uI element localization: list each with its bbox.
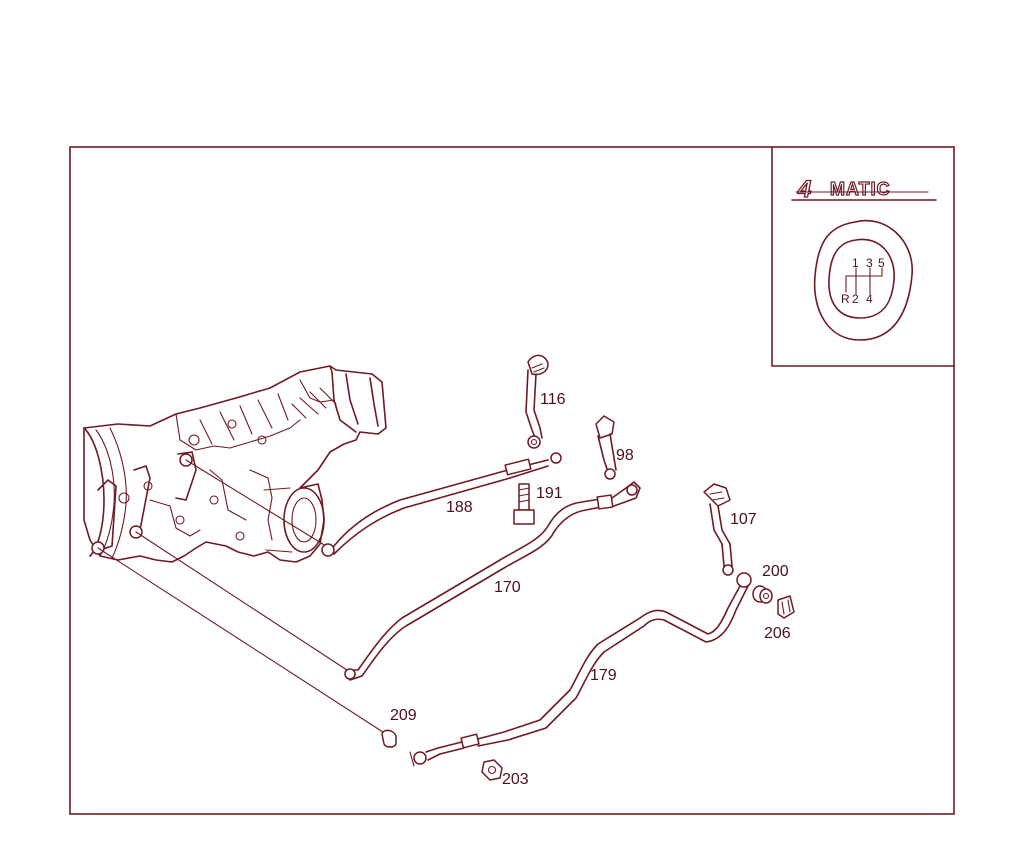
gear-r: R [841,292,850,306]
rod-170 [344,481,641,681]
lever-98 [595,415,617,480]
part-label-200: 200 [762,563,789,580]
part-label-203: 203 [502,771,529,788]
gear-4: 4 [866,292,873,306]
transmission-housing [83,365,387,563]
nut-203 [481,759,503,781]
rod-179 [409,572,752,767]
part-label-206: 206 [764,625,791,642]
part-label-170: 170 [494,579,521,596]
shift-gate-inset: 4 MATIC 1 3 5 R 2 4 [771,146,955,367]
4matic-emblem: 4 MATIC [791,175,937,204]
part-label-107: 107 [730,511,757,528]
diagram-frame [69,146,955,815]
part-label-116: 116 [540,391,566,408]
gear-1: 1 [852,256,859,270]
gear-2: 2 [852,292,859,306]
gear-3: 3 [866,256,873,270]
washer-200 [752,585,773,604]
part-label-188: 188 [446,499,473,516]
guide-lines [97,459,387,735]
part-label-98: 98 [616,447,634,464]
bushing-209 [381,729,397,748]
lever-116 [525,354,549,449]
part-label-179: 179 [590,667,617,684]
brand-number: 4 [797,176,811,203]
rod-188 [321,452,562,557]
bolt-191 [513,483,535,525]
part-label-191: 191 [536,485,563,502]
lever-107 [703,483,734,576]
shift-knob: 1 3 5 R 2 4 [813,219,913,341]
shift-pattern: 1 3 5 R 2 4 [841,256,885,306]
part-label-209: 209 [390,707,417,724]
gear-5: 5 [878,256,885,270]
brand-text: MATIC [830,179,891,199]
clip-206 [777,595,795,619]
